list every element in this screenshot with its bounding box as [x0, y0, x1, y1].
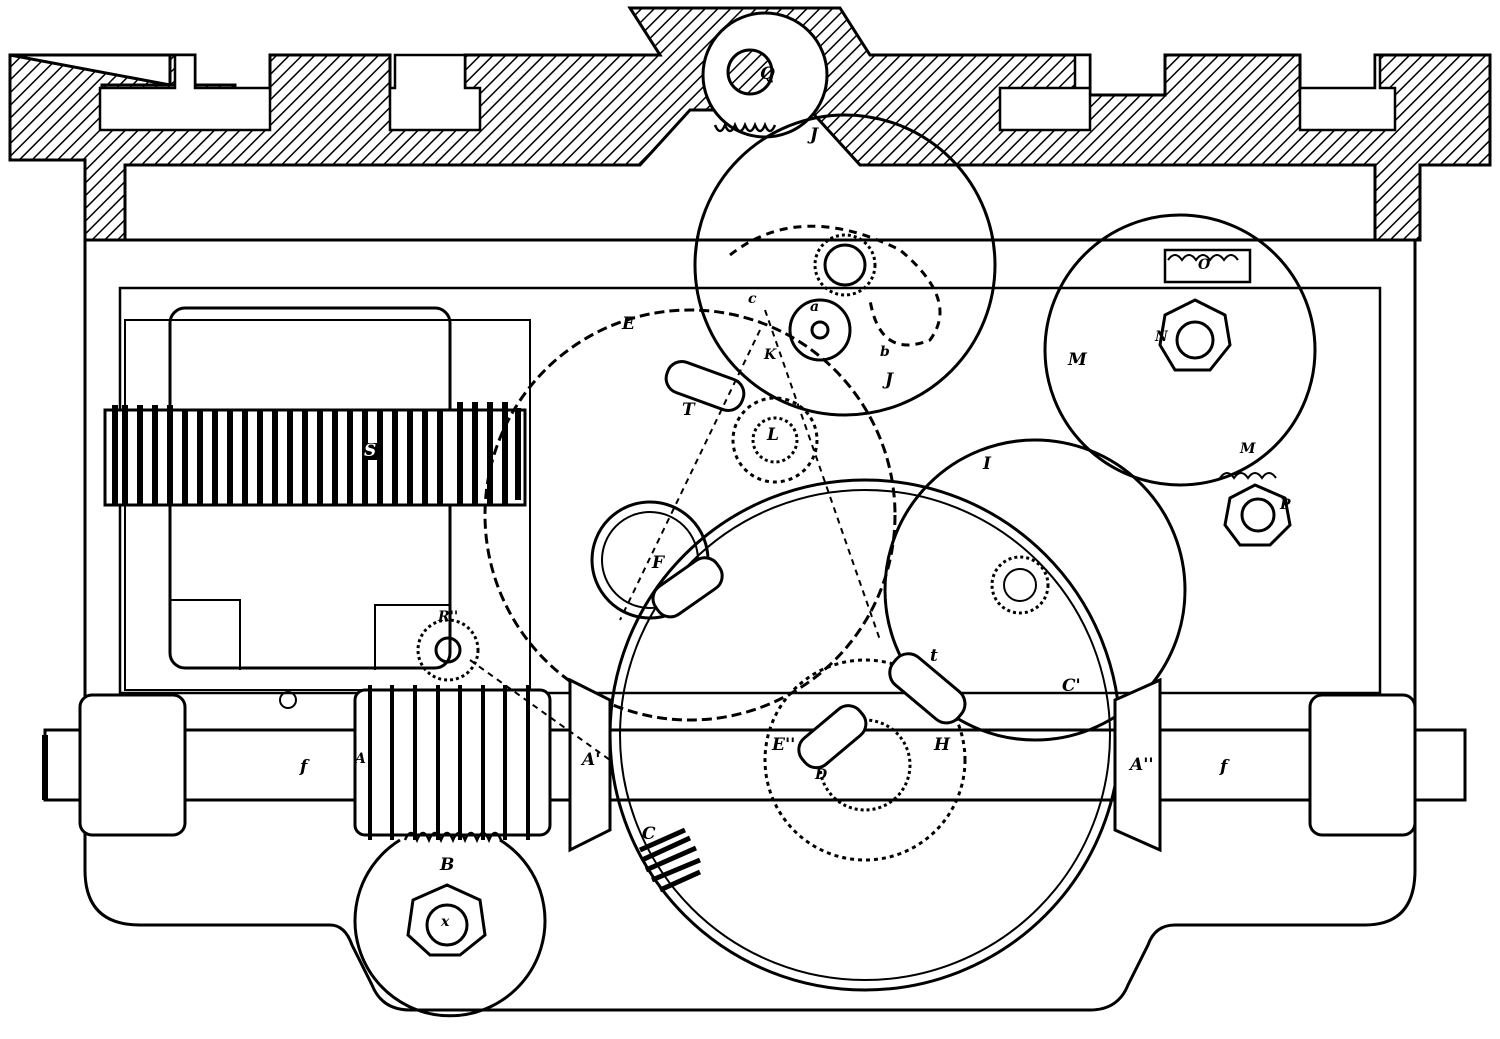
worm-a [353, 688, 552, 837]
label-h: H [934, 735, 951, 755]
label-f-left: f [300, 757, 308, 777]
rack-d [797, 704, 868, 770]
gear-i [883, 438, 1187, 742]
label-p: P [1280, 497, 1291, 513]
label-n: N [1155, 329, 1168, 345]
rack-t-lower [888, 652, 967, 725]
gear-j [693, 113, 997, 417]
label-j-top: J [810, 125, 819, 145]
label-c-prime: C' [1062, 676, 1081, 696]
label-o: O [1198, 257, 1211, 273]
label-t: T [682, 400, 695, 420]
t-slot-4 [1298, 53, 1397, 132]
screw-s-threads [112, 402, 521, 505]
worm-a-threads [368, 685, 530, 840]
nut-n [1158, 298, 1232, 372]
label-r-double-prime: R'' [438, 609, 459, 625]
label-a: A [355, 751, 366, 767]
label-c: C [642, 824, 656, 844]
t-slot-1 [98, 53, 272, 132]
wheel-b [353, 838, 547, 1018]
label-a-prime: A' [582, 750, 601, 770]
rack-f [651, 556, 724, 619]
gear-e [483, 308, 897, 722]
label-b: B [440, 855, 455, 875]
left-bearing [78, 693, 187, 837]
label-m-upper: M [1068, 350, 1087, 370]
gear-m [1043, 213, 1317, 487]
label-a-small: a [810, 299, 820, 315]
label-c-small: c [748, 291, 757, 307]
spring-c [638, 827, 702, 893]
label-l: L [767, 425, 779, 445]
label-a-double-prime: A'' [1130, 755, 1154, 775]
label-k: K [764, 347, 777, 363]
t-slot-2 [388, 53, 482, 132]
label-f-gear: F [652, 553, 665, 573]
gear-c-prime [608, 478, 1122, 992]
cone-a-prime [568, 677, 612, 853]
t-slot-3 [998, 53, 1092, 132]
screw-s [103, 408, 527, 507]
right-bearing [1308, 693, 1417, 837]
cone-a-double-prime [1113, 677, 1162, 853]
label-m-lower: M [1240, 441, 1256, 457]
label-e-double-prime: E'' [772, 735, 796, 755]
rack-t [664, 360, 746, 412]
label-d: D [815, 767, 828, 783]
inner-dotted-gear [763, 658, 967, 862]
label-f-right: f [1220, 757, 1228, 777]
label-x: x [441, 914, 450, 930]
label-e: E [622, 314, 635, 334]
label-b-small: b [880, 344, 890, 360]
shaft-q [726, 48, 774, 96]
nut-p [1223, 483, 1292, 547]
label-t-small: t [930, 646, 938, 666]
label-i: I [983, 454, 991, 474]
housing-body [83, 238, 1417, 1012]
shaft-f [43, 728, 1467, 802]
label-s: S [362, 441, 379, 461]
label-q: Q [760, 64, 775, 84]
label-j-lower: J [885, 370, 894, 390]
